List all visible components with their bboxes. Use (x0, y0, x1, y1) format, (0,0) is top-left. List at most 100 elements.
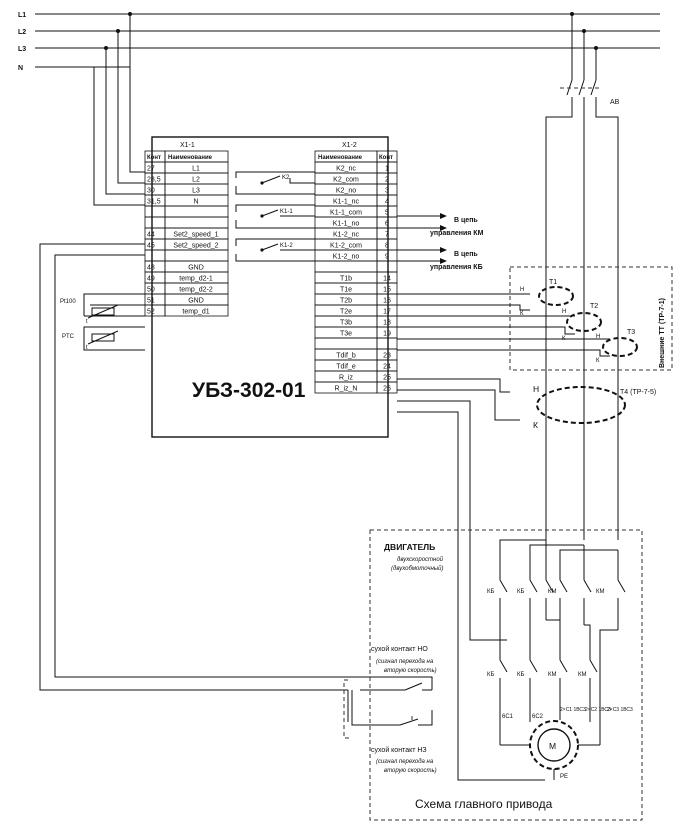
output-km (397, 213, 447, 231)
relay-k1-1-label: K1-1 (280, 209, 293, 215)
device-outline (151, 136, 389, 438)
ct-t3-h: Н (596, 334, 600, 340)
x11-terminal-name: L2 (192, 177, 200, 184)
contactor-kb-2: КБ (517, 589, 524, 595)
ptc-label: PTC (62, 334, 75, 340)
winding-2c1: 2×С1 1ВС3 (560, 707, 586, 713)
x12-terminal-name: T1e (340, 287, 352, 294)
pt100-label: Pt100 (60, 299, 76, 305)
ct-t4 (536, 386, 626, 424)
x12-terminal-name: T2b (340, 298, 352, 305)
power-lines (35, 12, 660, 68)
supply-wires (35, 14, 145, 206)
contactor-kb-3: КБ (487, 672, 494, 678)
x12-terminal-num: 7 (385, 232, 389, 239)
x12-terminal-num: 4 (385, 199, 389, 206)
x12-terminal-name: K2_com (333, 177, 359, 184)
x11-terminal-name: L3 (192, 188, 200, 195)
x12-terminal-name: T1b (340, 276, 352, 283)
winding-2c2: 2×С2 1ВС3 (585, 707, 611, 713)
x11-terminal-num: 27 (147, 166, 155, 173)
contact-no-sub2: вторую скорость) (384, 668, 437, 674)
speed-signal-wires (39, 243, 433, 739)
x12-terminal-num: 24 (383, 364, 391, 371)
main-drive-frame (369, 529, 643, 821)
x12-terminal-name: K1-1_nc (333, 199, 360, 206)
x12-terminal-num: 9 (385, 254, 389, 261)
output-kb-sub: управления КБ (430, 264, 483, 271)
x11-terminal-name: L1 (192, 166, 200, 173)
x12-terminal-name: R_iz (339, 375, 354, 382)
x12-terminal-num: 5 (385, 210, 389, 217)
winding-6c1: 6С1 (502, 714, 514, 720)
winding-6c2: 6С2 (532, 714, 544, 720)
contact-no-title: сухой контакт НО (371, 645, 428, 653)
ct-t1-h: Н (520, 287, 524, 293)
ct-t3-k: К (596, 358, 600, 364)
x12-terminal-num: 23 (383, 353, 391, 360)
x12-terminal-num: 2 (385, 177, 389, 184)
external-ct-label: Внешние ТТ (ТР-7-1) (659, 298, 666, 368)
ptc-sensor (83, 326, 145, 351)
x12-terminal-num: 15 (383, 287, 391, 294)
x11-terminal-num: 52 (147, 309, 155, 316)
line-label-l3: L3 (18, 46, 26, 53)
x12-terminal-num: 25 (383, 375, 391, 382)
winding-2c3: 2×С3 1ВС3 (607, 707, 633, 713)
ct-t3-label: T3 (627, 329, 635, 336)
ct-wires (397, 293, 610, 781)
x11-terminal-num: 48 (147, 265, 155, 272)
x12-terminal-num: 17 (383, 309, 391, 316)
ct-t1 (538, 286, 574, 306)
x12-terminal-name: K1-1_com (330, 210, 362, 217)
contactor-km-3: КМ (548, 672, 557, 678)
relay-k2 (235, 171, 315, 195)
x12-terminal-name: T3e (340, 331, 352, 338)
x11-terminal-name: GND (188, 298, 204, 305)
relay-k1-2 (235, 238, 315, 262)
x12-terminal-name: K1-1_no (333, 221, 360, 228)
ct-t4-h: Н (533, 384, 539, 394)
x12-terminal-num: 18 (383, 320, 391, 327)
breaker-label: АВ (610, 99, 620, 106)
x11-terminal-num: 50 (147, 287, 155, 294)
x12-terminal-num: 8 (385, 243, 389, 250)
ct-t1-label: T1 (549, 279, 557, 286)
contactor-km-4: КМ (578, 672, 587, 678)
ct-t4-label: T4 (ТР-7-5) (620, 389, 656, 396)
contact-nc-sub1: (сигнал перехода на (376, 759, 434, 765)
ct-t3 (602, 337, 638, 357)
x11-col-name: Наименование (168, 155, 213, 161)
x12-terminal-name: K1-2_no (333, 254, 360, 261)
x12-terminal-name: Tdif_e (336, 364, 356, 371)
ct-t4-k: К (533, 420, 538, 430)
motor-m: М (549, 741, 556, 751)
x12-terminal-name: K1-2_com (330, 243, 362, 250)
x11-terminal-name: Set2_speed_1 (173, 232, 218, 239)
x12-col-num: Конт (379, 155, 393, 161)
x12-terminal-num: 16 (383, 298, 391, 305)
ct-t2 (566, 312, 602, 332)
x11-terminal-num: 49 (147, 276, 155, 283)
ct-t2-label: T2 (590, 303, 598, 310)
x12-terminal-name: R_iz_N (335, 386, 358, 393)
x12-col-name: Наименование (318, 155, 363, 161)
contactor-kb-4: КБ (517, 672, 524, 678)
output-km-sub: управления КМ (430, 230, 484, 237)
x11-terminal-num: 28,5 (147, 177, 161, 184)
line-label-n: N (18, 65, 23, 72)
x11-terminal-num: 45 (147, 243, 155, 250)
phase-conductors (545, 110, 619, 540)
x11-title: X1-1 (180, 142, 195, 149)
x12-terminal-name: Tdif_b (336, 353, 356, 360)
x11-terminal-num: 51 (147, 298, 155, 305)
x11-terminal-name: temp_d2-2 (179, 287, 213, 294)
x11-terminal-num: 44 (147, 232, 155, 239)
output-km-title: В цепь (454, 217, 478, 224)
x12-terminal-name: T2e (340, 309, 352, 316)
contact-nc-title: сухой контакт НЗ (371, 746, 427, 754)
contact-nc-sub2: вторую скорость) (384, 768, 437, 774)
